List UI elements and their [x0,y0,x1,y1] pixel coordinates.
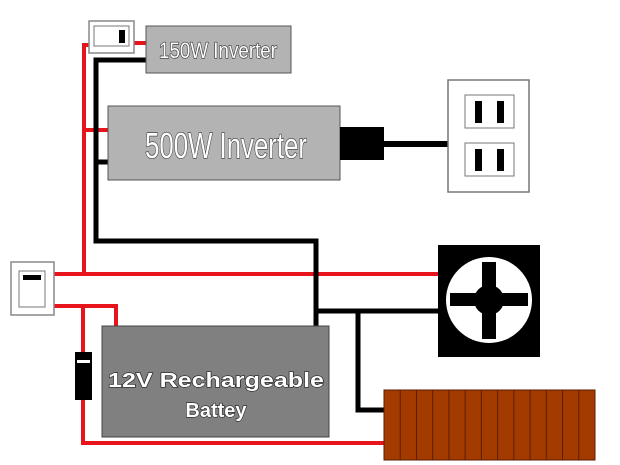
main-switch[interactable] [10,261,55,316]
battery: 12V Rechargeable Battey [101,325,330,438]
positive-wires [50,41,440,445]
negative-wires [93,57,451,413]
top-switch[interactable] [88,20,135,54]
switch-toggle[interactable] [119,30,125,43]
inverter-150w: 150W Inverter [145,25,292,74]
inverter-500w-label: 500W Inverter [145,125,307,166]
red-wire-to-battery [50,304,118,328]
heater [383,389,596,461]
black-wire-main [93,57,319,329]
black-wire-to-heater [355,308,387,413]
battery-label-line2: Battey [185,400,247,422]
heater-body [383,389,596,461]
switch-toggle[interactable] [23,275,41,280]
outlet-socket-top[interactable] [464,94,515,129]
outlet-socket-bottom[interactable] [464,142,515,177]
battery-label-line1: 12V Rechargeable [108,370,324,392]
wall-outlet[interactable] [447,79,530,193]
red-wire-fuse-to-heater [81,396,386,445]
fan [438,245,540,357]
inverter-150w-label: 150W Inverter [159,38,277,63]
inverter-500w: 500W Inverter [107,105,384,181]
power-plug [340,127,384,160]
fuse [75,352,92,400]
